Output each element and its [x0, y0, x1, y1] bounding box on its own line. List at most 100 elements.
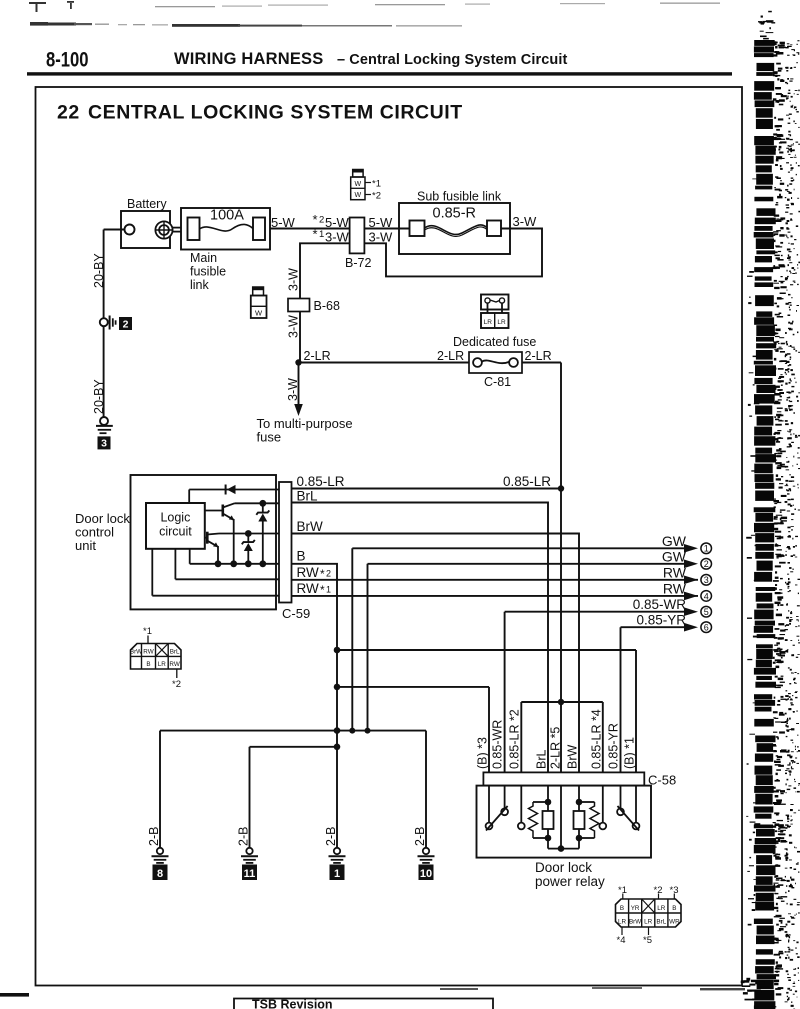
svg-text:B-68: B-68: [314, 299, 340, 313]
svg-text:3-W: 3-W: [286, 268, 300, 291]
svg-text:WR: WR: [669, 919, 680, 926]
svg-text:BrW: BrW: [297, 519, 324, 534]
svg-text:5-W: 5-W: [369, 215, 394, 230]
svg-text:3-W: 3-W: [513, 214, 538, 229]
svg-text:2-LR: 2-LR: [437, 349, 464, 363]
svg-text:3: 3: [704, 575, 709, 585]
svg-text:BrL: BrL: [170, 648, 180, 655]
svg-text:B: B: [672, 905, 676, 912]
svg-text:*3: *3: [670, 885, 679, 896]
svg-text:BrW: BrW: [130, 648, 142, 655]
svg-text:GW: GW: [662, 548, 687, 564]
svg-text:RW: RW: [663, 564, 687, 580]
svg-text:5-W: 5-W: [271, 215, 296, 230]
svg-text:*2: *2: [372, 191, 381, 202]
svg-text:*: *: [320, 583, 325, 597]
svg-text:C-59: C-59: [282, 606, 310, 621]
svg-text:0.85-LR: 0.85-LR: [503, 474, 551, 489]
svg-text:WIRING HARNESS: WIRING HARNESS: [174, 50, 323, 68]
svg-text:0.85-YR: 0.85-YR: [636, 613, 686, 628]
svg-text:Door lock: Door lock: [75, 511, 130, 526]
svg-text:*4: *4: [617, 935, 626, 946]
svg-text:1: 1: [326, 585, 331, 595]
svg-text:(B) *1: (B) *1: [623, 737, 637, 769]
svg-text:3-W: 3-W: [286, 378, 300, 401]
svg-text:100A: 100A: [210, 208, 244, 224]
svg-text:fuse: fuse: [257, 430, 282, 445]
svg-text:0.85-WR: 0.85-WR: [491, 720, 505, 769]
svg-text:RW: RW: [297, 581, 320, 596]
svg-text:2-B: 2-B: [413, 827, 427, 846]
svg-text:1: 1: [704, 544, 709, 554]
svg-text:BrL: BrL: [656, 919, 666, 926]
svg-text:unit: unit: [75, 538, 96, 553]
svg-text:link: link: [190, 278, 210, 292]
svg-text:W: W: [255, 308, 263, 317]
svg-text:3: 3: [101, 438, 107, 450]
svg-text:Dedicated fuse: Dedicated fuse: [453, 335, 536, 349]
svg-text:LR: LR: [497, 319, 506, 326]
svg-text:22: 22: [57, 102, 80, 124]
svg-text:BrL: BrL: [535, 750, 549, 770]
svg-text:power relay: power relay: [535, 874, 605, 889]
svg-text:*: *: [313, 212, 318, 227]
svg-text:2: 2: [326, 569, 331, 579]
svg-text:0.85-YR: 0.85-YR: [607, 723, 621, 769]
svg-text:LR: LR: [158, 661, 167, 668]
svg-text:2: 2: [704, 559, 709, 569]
svg-text:RW: RW: [169, 661, 179, 668]
svg-text:1: 1: [319, 229, 324, 240]
svg-text:*: *: [320, 567, 325, 581]
svg-text:(B) *3: (B) *3: [476, 737, 490, 769]
svg-text:BrW: BrW: [629, 919, 641, 926]
svg-text:2-LR: 2-LR: [525, 349, 552, 363]
svg-text:C-81: C-81: [484, 375, 511, 389]
svg-text:5-W: 5-W: [325, 215, 350, 230]
svg-text:3-W: 3-W: [325, 230, 350, 245]
svg-text:8: 8: [157, 868, 163, 880]
svg-text:8-100: 8-100: [46, 49, 89, 72]
svg-text:RW: RW: [143, 648, 153, 655]
svg-text:10: 10: [420, 868, 432, 880]
svg-text:2-B: 2-B: [147, 827, 161, 846]
svg-text:RW: RW: [663, 580, 687, 596]
svg-text:B: B: [297, 549, 306, 564]
svg-text:– Central Locking System Circu: – Central Locking System Circuit: [337, 52, 567, 68]
svg-text:control: control: [75, 525, 114, 540]
svg-text:circuit: circuit: [159, 525, 192, 539]
svg-text:2: 2: [123, 318, 129, 330]
svg-text:BrW: BrW: [566, 745, 580, 770]
svg-text:*2: *2: [172, 679, 181, 690]
svg-text:3-W: 3-W: [369, 230, 394, 245]
svg-text:*1: *1: [618, 885, 627, 896]
svg-text:2-LR: 2-LR: [304, 349, 331, 363]
svg-text:0.85-LR *2: 0.85-LR *2: [508, 709, 522, 769]
svg-text:3-W: 3-W: [286, 315, 300, 338]
svg-text:6: 6: [704, 623, 709, 633]
svg-text:0.85-LR: 0.85-LR: [297, 474, 345, 489]
svg-text:RW: RW: [297, 565, 320, 580]
svg-text:Sub fusible link: Sub fusible link: [417, 190, 502, 204]
svg-text:Main: Main: [190, 251, 217, 265]
svg-text:0.85-LR *4: 0.85-LR *4: [590, 709, 604, 769]
svg-text:2-B: 2-B: [237, 827, 251, 846]
svg-text:BrL: BrL: [297, 489, 319, 504]
svg-text:1: 1: [334, 868, 340, 880]
svg-text:fusible: fusible: [190, 265, 226, 279]
svg-text:LR: LR: [484, 319, 493, 326]
svg-text:*: *: [313, 227, 318, 242]
svg-text:YR: YR: [631, 905, 640, 912]
svg-text:*1: *1: [143, 626, 152, 637]
svg-text:0.85-WR: 0.85-WR: [633, 597, 687, 612]
svg-text:0.85-R: 0.85-R: [433, 206, 477, 222]
svg-text:W: W: [354, 192, 361, 199]
svg-text:5: 5: [704, 607, 709, 617]
svg-text:*2: *2: [654, 885, 663, 896]
svg-text:To multi-purpose: To multi-purpose: [257, 416, 353, 431]
svg-text:B: B: [146, 661, 150, 668]
svg-text:Logic: Logic: [160, 511, 190, 525]
svg-text:GW: GW: [662, 533, 687, 549]
svg-text:LR: LR: [618, 919, 627, 926]
svg-text:*5: *5: [643, 935, 652, 946]
svg-text:4: 4: [704, 591, 709, 601]
